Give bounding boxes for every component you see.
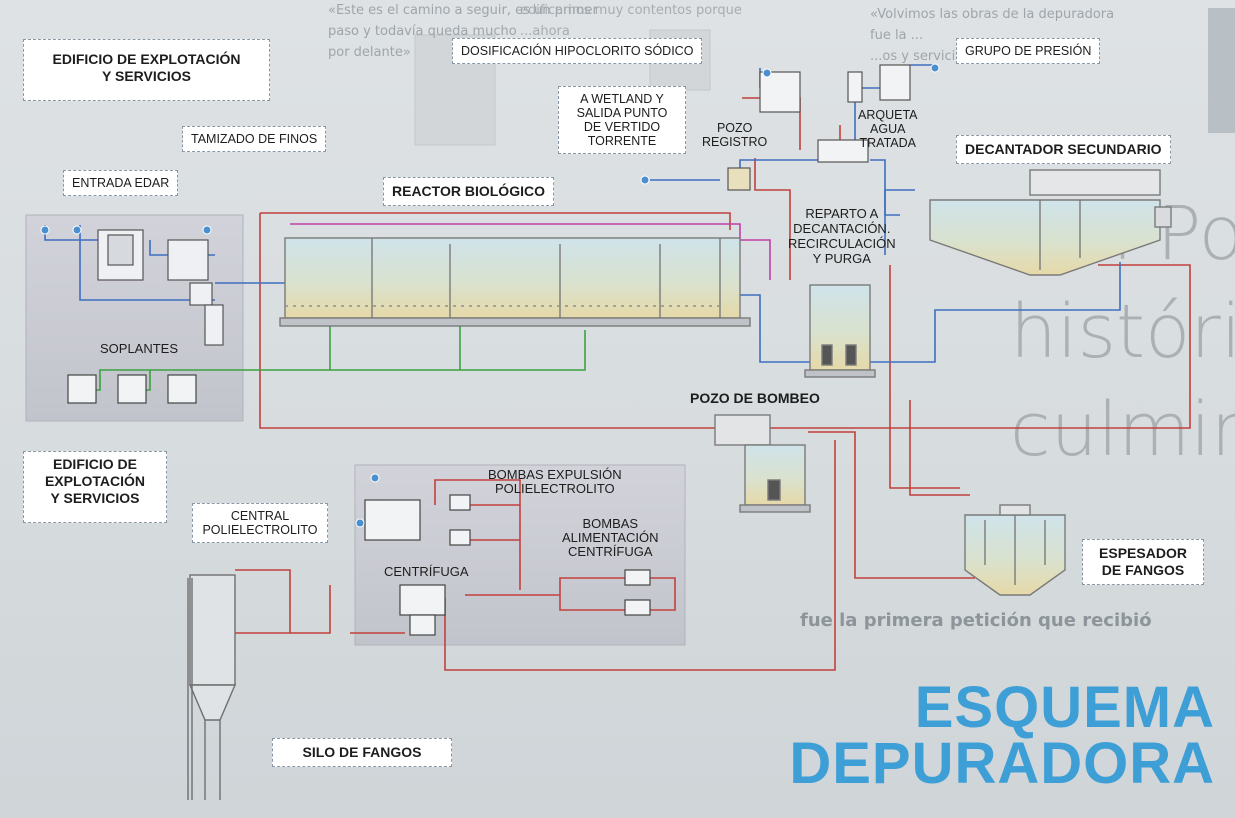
- pretreatment-equipment: [97, 229, 224, 346]
- bg-text-top-left: «Este es el camino a seguir, es un prime…: [328, 3, 598, 60]
- label-tamizado-finos: TAMIZADO DE FINOS: [182, 126, 327, 152]
- label-centrifuga: CENTRÍFUGA: [384, 564, 469, 579]
- label-decantador-secundario: DECANTADOR SECUNDARIO: [956, 135, 1171, 164]
- label-soplantes: SOPLANTES: [100, 341, 179, 356]
- secondary-clarifier: [929, 169, 1172, 276]
- label-reactor-biologico: REACTOR BIOLÓGICO: [383, 177, 554, 206]
- label-dosificacion-hipoclorito: DOSIFICACIÓN HIPOCLORITO SÓDICO: [452, 38, 703, 64]
- blowers: [67, 374, 197, 404]
- label-entrada-edar: ENTRADA EDAR: [63, 170, 179, 196]
- reparto-tank: [804, 284, 876, 378]
- bg-text-lower-right: fue la primera petición que recibió: [800, 610, 1152, 631]
- headline-esquema-depuradora: ESQUEMA DEPURADORA: [789, 675, 1215, 796]
- label-silo-fangos: SILO DE FANGOS: [272, 738, 452, 767]
- reactor-tank: [279, 237, 751, 327]
- pumping-well: [714, 414, 811, 513]
- label-grupo-presion: GRUPO DE PRESIÓN: [956, 38, 1101, 64]
- sludge-thickener: [964, 504, 1066, 596]
- flow-markers: [40, 63, 940, 528]
- label-pozo-bombeo: POZO DE BOMBEO: [690, 390, 820, 406]
- sludge-silo: [187, 574, 237, 800]
- polyelectrolyte-equipment: [364, 494, 651, 636]
- dosing-and-arqueta: [727, 64, 911, 191]
